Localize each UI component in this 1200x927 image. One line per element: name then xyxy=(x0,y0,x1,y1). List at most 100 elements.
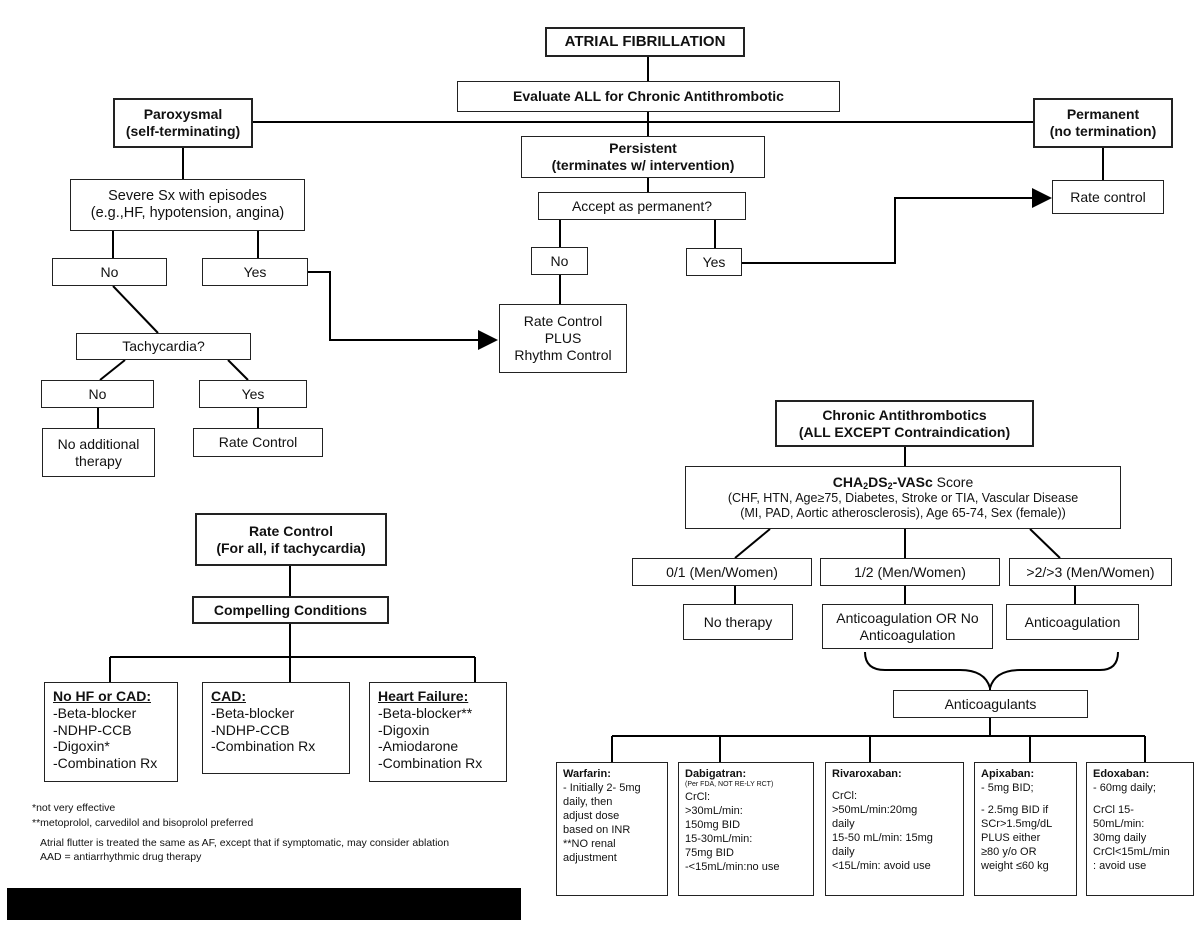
cha2ds2-vasc-title: CHA2DS2-VASc Score xyxy=(832,473,974,491)
warfarin-item: **NO renal xyxy=(563,838,616,851)
cad-item: -NDHP-CCB xyxy=(211,721,290,738)
rate-control-permanent-label: Rate control xyxy=(1070,189,1146,205)
apixaban-item: ≥80 y/o OR xyxy=(981,846,1037,859)
anticoagulation-label: Anticoagulation xyxy=(1024,613,1121,630)
rivaroxaban-item: CrCl: xyxy=(832,790,858,803)
edoxaban-item: : avoid use xyxy=(1093,860,1147,873)
warfarin-item: adjust dose xyxy=(563,810,620,823)
edoxaban-box: Edoxaban: - 60mg daily; CrCl 15- 50mL/mi… xyxy=(1086,762,1194,896)
no-label-2: No xyxy=(88,385,107,402)
warfarin-item: adjustment xyxy=(563,852,617,865)
apixaban-item: SCr>1.5mg/dL xyxy=(981,818,1053,831)
apixaban-item: PLUS either xyxy=(981,832,1041,845)
anticoagulants-label: Anticoagulants xyxy=(944,695,1037,712)
footnote-aad: AAD = antiarrhythmic drug therapy xyxy=(40,851,202,863)
tachycardia-box: Tachycardia? xyxy=(76,333,251,360)
severe-sx-examples: (e.g.,HF, hypotension, angina) xyxy=(90,205,285,221)
rate-control-box: Rate Control xyxy=(193,428,323,457)
yes-box-3: Yes xyxy=(686,248,742,276)
compelling-conditions-label: Compelling Conditions xyxy=(213,601,368,618)
no-box-3: No xyxy=(531,247,588,275)
cad-item: -Beta-blocker xyxy=(211,704,295,721)
no-additional-therapy-box: No additional therapy xyxy=(42,428,155,477)
chronic-antithrombotics-label: Chronic Antithrombotics xyxy=(822,406,987,423)
warfarin-heading: Warfarin: xyxy=(563,768,611,780)
rivaroxaban-item: <15L/min: avoid use xyxy=(832,860,931,873)
dabigatran-item: >30mL/min: xyxy=(685,805,743,818)
anticoag-or-line1: Anticoagulation OR No xyxy=(836,609,979,626)
rivaroxaban-heading: Rivaroxaban: xyxy=(832,768,902,780)
evaluate-box: Evaluate ALL for Chronic Antithrombotic xyxy=(457,81,840,112)
dabigatran-item: -<15mL/min:no use xyxy=(685,861,780,874)
no-additional-line2: therapy xyxy=(75,452,122,469)
heart-failure-item: -Digoxin xyxy=(378,721,430,738)
no-box-1: No xyxy=(52,258,167,286)
heart-failure-heading: Heart Failure: xyxy=(378,688,469,704)
apixaban-item: - 5mg BID; xyxy=(981,782,1034,795)
warfarin-item: daily, then xyxy=(563,796,613,809)
dabigatran-item: CrCl: xyxy=(685,791,711,804)
heart-failure-box: Heart Failure: -Beta-blocker** -Digoxin … xyxy=(369,682,507,782)
no-therapy-box: No therapy xyxy=(683,604,793,640)
yes-label-2: Yes xyxy=(241,385,265,402)
rate-rhythm-line2: PLUS xyxy=(544,330,582,347)
chronic-antithrombotics-sub: (ALL EXCEPT Contraindication) xyxy=(798,423,1011,440)
apixaban-item: weight ≤60 kg xyxy=(981,860,1049,873)
rate-rhythm-box: Rate Control PLUS Rhythm Control xyxy=(499,304,627,373)
dabigatran-heading: Dabigatran: xyxy=(685,768,747,780)
yes-label-3: Yes xyxy=(702,253,726,270)
severe-sx-label: Severe Sx with episodes xyxy=(108,187,267,204)
cad-box: CAD: -Beta-blocker -NDHP-CCB -Combinatio… xyxy=(202,682,350,774)
no-label-3: No xyxy=(550,252,569,269)
no-box-2: No xyxy=(41,380,154,408)
edoxaban-item: CrCl 15- xyxy=(1093,804,1134,817)
footnote-atrial-flutter: Atrial flutter is treated the same as AF… xyxy=(40,837,450,849)
dabigatran-item: 150mg BID xyxy=(685,819,741,832)
redaction-bar xyxy=(7,888,521,920)
cad-item: -Combination Rx xyxy=(211,738,316,755)
dabigatran-item: 15-30mL/min: xyxy=(685,833,753,846)
rate-control-all-box: Rate Control (For all, if tachycardia) xyxy=(195,513,387,566)
edoxaban-item: 30mg daily xyxy=(1093,832,1147,845)
warfarin-item: based on INR xyxy=(563,824,631,837)
no-hf-cad-heading: No HF or CAD: xyxy=(53,688,151,704)
edoxaban-item: 50mL/min: xyxy=(1093,818,1145,831)
warfarin-box: Warfarin: - Initially 2- 5mg daily, then… xyxy=(556,762,668,896)
apixaban-box: Apixaban: - 5mg BID; - 2.5mg BID if SCr>… xyxy=(974,762,1077,896)
persistent-sub: (terminates w/ intervention) xyxy=(551,157,735,173)
cha2ds2-vasc-criteria: (CHF, HTN, Age≥75, Diabetes, Stroke or T… xyxy=(727,491,1079,506)
footnote-digoxin: *not very effective xyxy=(32,802,116,814)
rate-control-all-label: Rate Control xyxy=(249,522,333,539)
persistent-label: Persistent xyxy=(609,140,677,157)
dabigatran-sub: (Per FDA, NOT RE-LY RCT) xyxy=(685,781,774,789)
rate-rhythm-line1: Rate Control xyxy=(523,313,603,330)
no-hf-cad-item: -NDHP-CCB xyxy=(53,721,132,738)
heart-failure-item: -Amiodarone xyxy=(378,738,459,755)
cha2ds2-vasc-score-word: Score xyxy=(936,473,974,490)
score-1-2-box: 1/2 (Men/Women) xyxy=(820,558,1000,586)
rate-control-all-sub: (For all, if tachycardia) xyxy=(216,539,366,556)
no-hf-cad-item: -Beta-blocker xyxy=(53,704,137,721)
permanent-label: Permanent xyxy=(1066,106,1140,123)
score-2-3-label: >2/>3 (Men/Women) xyxy=(1026,563,1155,580)
apixaban-heading: Apixaban: xyxy=(981,768,1035,780)
heart-failure-item: -Beta-blocker** xyxy=(378,704,473,721)
anticoag-or-line2: Anticoagulation xyxy=(859,626,956,643)
cad-heading: CAD: xyxy=(211,688,246,704)
edoxaban-item: CrCl<15mL/min xyxy=(1093,846,1170,859)
accept-permanent-label: Accept as permanent? xyxy=(571,197,713,214)
anticoag-or-box: Anticoagulation OR No Anticoagulation xyxy=(822,604,993,649)
title-text: ATRIAL FIBRILLATION xyxy=(564,33,726,50)
permanent-sub: (no termination) xyxy=(1049,123,1157,139)
evaluate-text: Evaluate ALL for Chronic Antithrombotic xyxy=(513,88,784,105)
permanent-box: Permanent (no termination) xyxy=(1033,98,1173,148)
rivaroxaban-box: Rivaroxaban: CrCl: >50mL/min:20mg daily … xyxy=(825,762,964,896)
yes-label-1: Yes xyxy=(243,263,267,280)
no-therapy-label: No therapy xyxy=(703,613,773,630)
paroxysmal-sub: (self-terminating) xyxy=(125,123,241,139)
warfarin-item: - Initially 2- 5mg xyxy=(563,782,641,795)
tachycardia-label: Tachycardia? xyxy=(122,338,205,355)
no-hf-cad-box: No HF or CAD: -Beta-blocker -NDHP-CCB -D… xyxy=(44,682,178,782)
score-1-2-label: 1/2 (Men/Women) xyxy=(854,563,966,580)
